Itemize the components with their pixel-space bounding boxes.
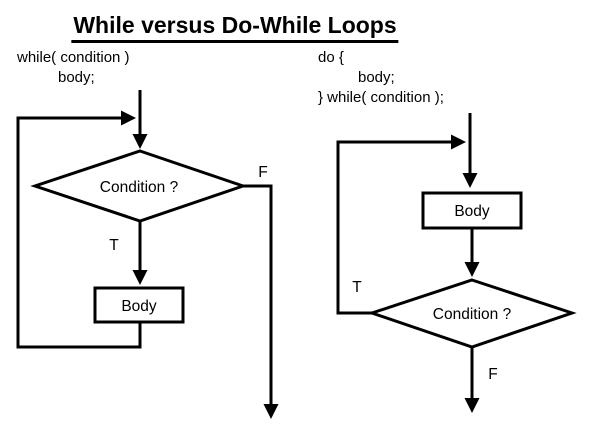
page-title: While versus Do-While Loops bbox=[71, 12, 399, 43]
dowhile-condition-diamond bbox=[367, 278, 577, 349]
dowhile-code-line-2: body; bbox=[358, 69, 395, 86]
dowhile-condition-label: Condition ? bbox=[433, 306, 512, 323]
while-code-line-1: while( condition ) bbox=[17, 49, 130, 66]
while-loopback-arrow bbox=[16, 110, 142, 349]
while-false-label: F bbox=[258, 164, 267, 181]
while-condition-diamond bbox=[30, 149, 248, 223]
while-false-arrow bbox=[243, 184, 279, 419]
while-true-label: T bbox=[109, 237, 119, 254]
dowhile-false-label: F bbox=[488, 366, 497, 383]
dowhile-loopback-arrow bbox=[336, 134, 466, 315]
dowhile-code-line-3: } while( condition ); bbox=[318, 89, 444, 106]
dowhile-body-box bbox=[421, 191, 523, 230]
while-body-box bbox=[93, 286, 185, 324]
dowhile-body-label: Body bbox=[454, 203, 490, 220]
while-code-line-2: body; bbox=[58, 69, 95, 86]
while-condition-label: Condition ? bbox=[100, 179, 179, 196]
dowhile-true-label: T bbox=[352, 279, 362, 296]
while-body-label: Body bbox=[121, 298, 157, 315]
dowhile-code-line-1: do { bbox=[318, 49, 344, 66]
